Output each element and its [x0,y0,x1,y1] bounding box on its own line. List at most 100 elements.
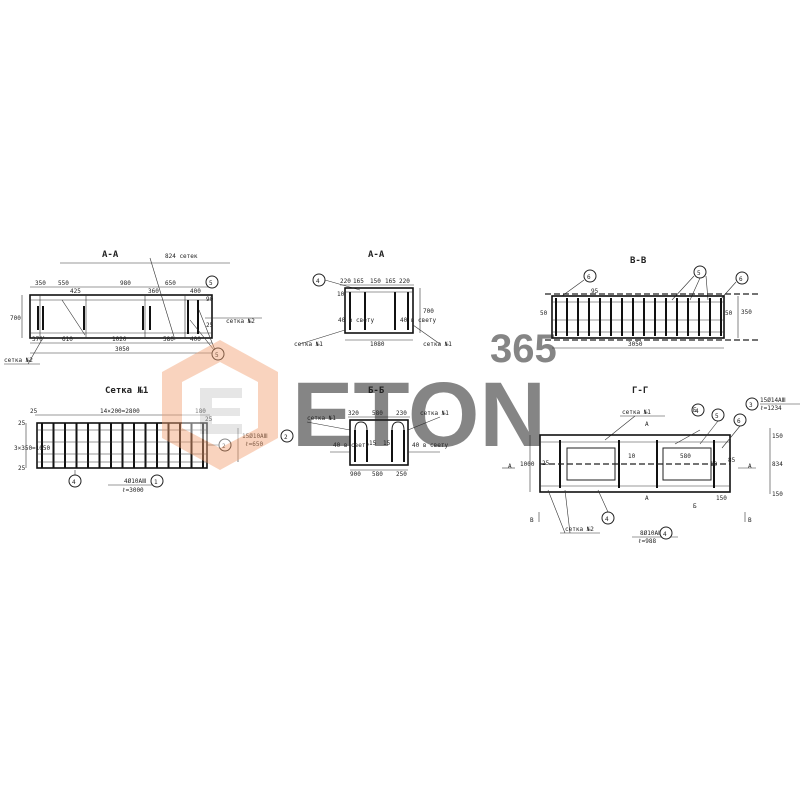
view-aa-left: А-А 824 сетек 350 550 980 650 425 360 40… [4,250,262,365]
note: 40 в свету [412,442,449,449]
height-dim: 700 [10,315,21,322]
dim: 580 [680,453,691,460]
callout: 4 [316,278,320,285]
view-title: А-А [368,250,385,260]
section-mark: А [645,495,649,502]
label-mesh2: сетка №2 [565,526,594,533]
section-mark: Б [693,503,697,510]
rebar-spec: ℓ=988 [638,538,656,545]
rebar-spec: 4Ø10АⅢ [124,478,146,485]
section-mark: В [748,517,752,524]
dim: 550 [58,280,69,287]
view-gg: Г-Г сетка №1 4 5 6 3 15Ø14АⅢ ℓ=1234 10 5… [502,386,800,545]
height-dim: 1000 [520,461,535,468]
rebar-spec: 15Ø14АⅢ [760,397,786,404]
callout: 1 [154,479,158,486]
dim: 980 [120,280,131,287]
label-mesh1: сетка №1 [294,341,323,348]
callout-circle [280,429,294,443]
dim: 25 [206,322,214,329]
view-mesh1: Сетка №1 25 14×200=2800 180 25 3×350=105… [14,386,294,494]
callout-circle [205,275,219,289]
dim: 350 [35,280,46,287]
dim: 425 [70,288,81,295]
rebar-spec: 15Ø10АⅢ [242,433,268,440]
dim: 25 [30,408,38,415]
callout: 2 [222,443,226,450]
dim: 85 [728,457,736,464]
label-mesh2-left: сетка №2 [4,357,33,364]
total-dim: 3050 [628,341,643,348]
callout-circle [745,397,759,411]
callout-circle [659,526,673,540]
height-dim: 350 [741,309,752,316]
dim: 25 [205,416,213,423]
dim: 610 [62,336,73,343]
dim: 180 [195,408,206,415]
dim: 580 [372,471,383,478]
dim: 90 [206,296,214,303]
dim: 834 [772,461,783,468]
height-dim: 700 [423,308,434,315]
section-mark: А [645,421,649,428]
dim: 650 [165,280,176,287]
view-title: Г-Г [632,386,648,396]
rebar-spec: ℓ=650 [245,441,263,448]
callout-circle [583,269,597,283]
dim: 25 [18,465,26,472]
label-mesh1: сетка №1 [622,409,651,416]
dim: 150 [370,278,381,285]
view-bb: Б-Б 320 580 230 сетка №1 сетка №1 15 15 … [306,386,449,478]
label-mesh1: сетка №1 [307,415,336,422]
dim: 25 [542,460,550,467]
dim: 1020 [112,336,127,343]
dim: 220 [340,278,351,285]
dim: 15 [383,440,391,447]
dim: 1080 [370,341,385,348]
dim: 25 [18,420,26,427]
callout: 2 [284,434,288,441]
dim: 400 [190,336,201,343]
dim: 230 [396,410,407,417]
note: 40 в свету [400,317,437,324]
dim: 400 [190,288,201,295]
dim: 360 [148,288,159,295]
callout: 4 [605,516,609,523]
view-vv: В-В 6 5 6 50 50 350 95 3050 [540,256,760,349]
label-mesh1: сетка №1 [420,410,449,417]
callout-circle [735,271,749,285]
rebar-grid [37,423,207,468]
note: 40 в свету [338,317,375,324]
section-mark: В [530,517,534,524]
rebar-spec: ℓ=3000 [122,487,144,494]
dim: 165 [385,278,396,285]
dim: 370 [32,336,43,343]
callout: 6 [587,274,591,281]
callout: 6 [737,418,741,425]
callout: 5 [209,280,213,287]
dim: 220 [399,278,410,285]
view-title: А-А [102,250,119,260]
dim: 95 [591,288,599,295]
dim: 10 [337,291,345,298]
rebar-grid [555,298,722,336]
top-note: 824 сетек [165,253,198,260]
dim: 165 [353,278,364,285]
dim: 10 [710,461,718,468]
dim: 250 [396,471,407,478]
label-mesh1: сетка №1 [423,341,452,348]
total-dim: 3050 [115,346,130,353]
callout: 6 [739,276,743,283]
view-title: Б-Б [368,386,385,396]
callout: 4 [72,479,76,486]
dim: 50 [725,310,733,317]
dim: 580 [163,336,174,343]
callout: 3 [749,402,753,409]
callout-circle [150,474,164,488]
dim: 900 [350,471,361,478]
callout-circle [691,403,705,417]
callout: 4 [663,531,667,538]
callout: 5 [215,352,219,359]
